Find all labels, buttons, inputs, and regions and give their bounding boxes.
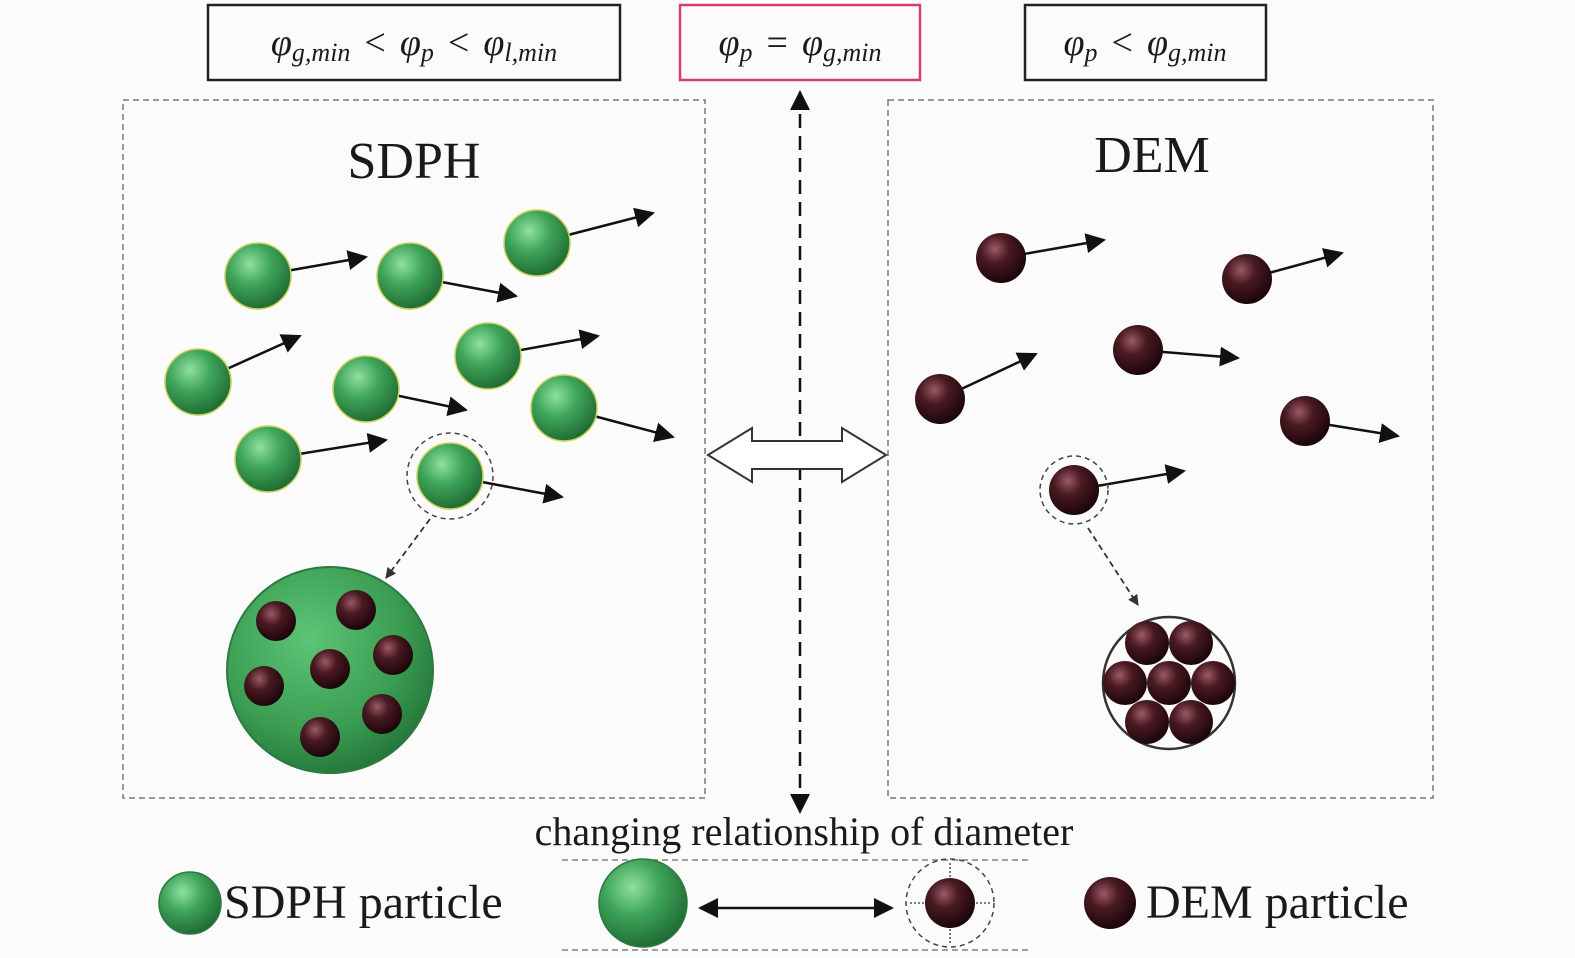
- sdph-zoom-arrow: [385, 518, 431, 579]
- dem-particle: [915, 352, 1038, 424]
- sdph-particle: [164, 334, 302, 416]
- sdph-particle: [503, 207, 655, 277]
- dem-particles: [915, 233, 1400, 525]
- sdph-particle-highlighted: [406, 432, 564, 520]
- condition-middle-text: φp=φg,min: [719, 22, 882, 67]
- diameter-caption: changing relationship of diameter: [535, 809, 1074, 854]
- sdph-particles: [164, 207, 675, 520]
- dem-panel: [887, 99, 1434, 799]
- dem-zoom-arrow: [1087, 527, 1139, 606]
- legend-dem-swatch: [1084, 877, 1136, 929]
- legend-sdph: SDPH particle: [158, 871, 503, 935]
- sdph-panel-title: SDPH: [348, 133, 481, 190]
- coupling-double-arrow: [706, 426, 888, 484]
- sdph-particle: [332, 355, 468, 423]
- sdph-particle: [234, 425, 388, 493]
- dem-particle-highlighted: [1039, 455, 1186, 525]
- legend-dem-label: DEM particle: [1146, 876, 1409, 929]
- sdph-particle: [224, 242, 368, 310]
- condition-left-text: φg,min<φp<φl,min: [271, 22, 557, 67]
- dem-particle: [976, 233, 1106, 283]
- condition-box-left: φg,min<φp<φl,min: [206, 3, 622, 82]
- dem-particle: [1280, 396, 1400, 446]
- sdph-particle: [454, 322, 600, 390]
- sdph-particle: [376, 242, 518, 310]
- condition-right-text: φp<φg,min: [1064, 22, 1227, 67]
- legend-sdph-label: SDPH particle: [224, 876, 503, 929]
- legend-sdph-swatch: [158, 871, 222, 935]
- dem-particle: [1113, 325, 1240, 375]
- diameter-change-illustration: [598, 858, 995, 948]
- condition-box-middle: φp=φg,min: [678, 3, 922, 82]
- sdph-particle: [530, 374, 675, 443]
- dem-panel-title: DEM: [1094, 127, 1210, 184]
- sdph-magnified-particle: [226, 566, 434, 774]
- legend-dem: DEM particle: [1084, 876, 1409, 929]
- dem-magnified-cluster: [1101, 615, 1237, 751]
- sdph-panel: [122, 99, 706, 799]
- condition-box-right: φp<φg,min: [1023, 3, 1268, 82]
- dem-particle: [1222, 248, 1344, 304]
